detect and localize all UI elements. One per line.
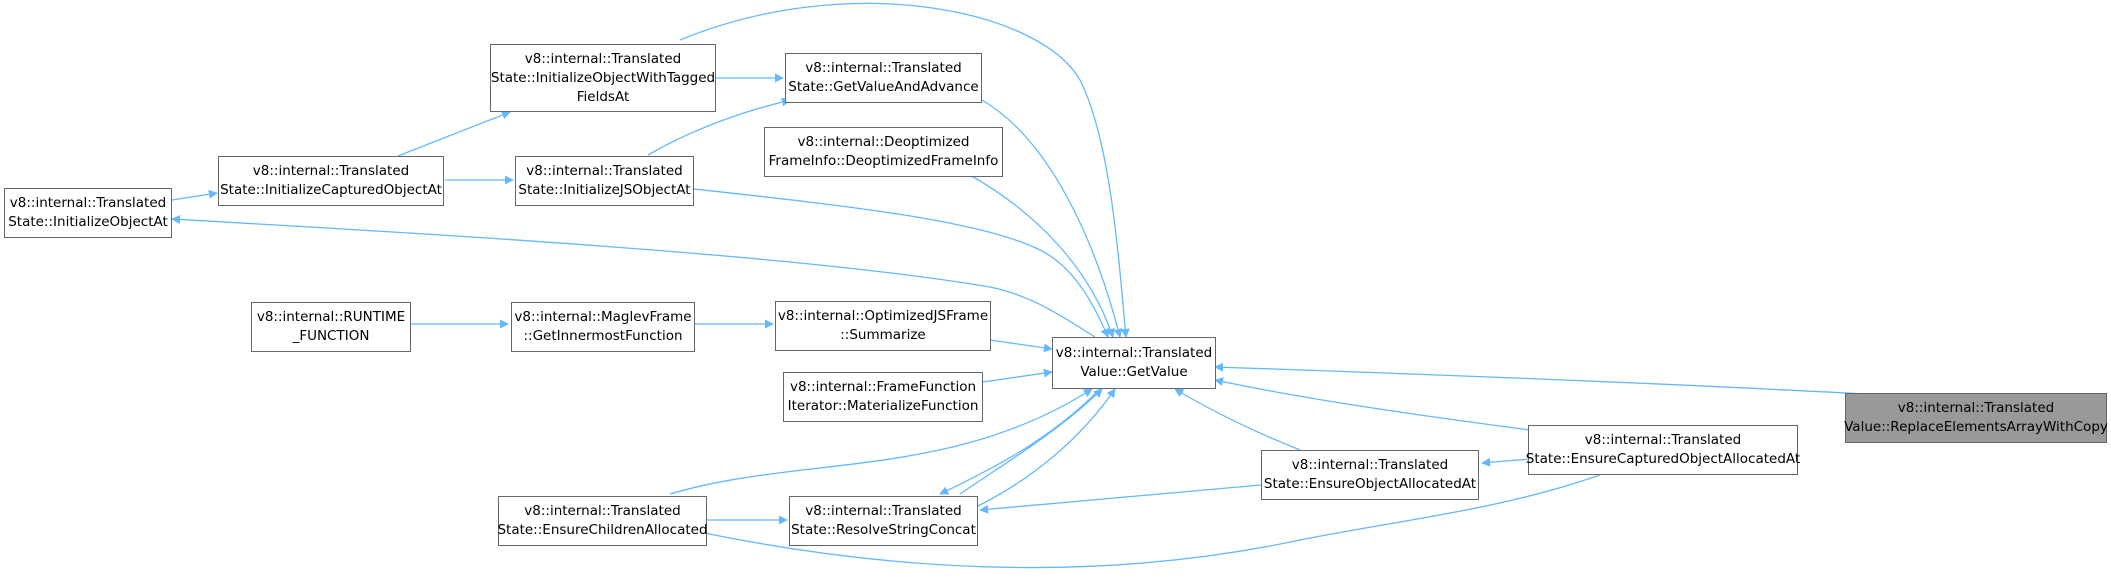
node-label-line: v8::internal::Translated bbox=[524, 503, 681, 519]
replace-node: v8::internal::Translated Value::ReplaceE… bbox=[1844, 393, 2108, 443]
node-label-line: ::GetInnermostFunction bbox=[523, 328, 683, 344]
node-label-line: State::InitializeObjectWithTagged bbox=[490, 69, 716, 86]
edge-ensure-object-to-resolve-concat bbox=[979, 484, 1262, 514]
edge-resolve-concat-to-getvalue-2 bbox=[959, 388, 1103, 495]
edge-ensure-captured-to-getvalue bbox=[1214, 377, 1531, 431]
init-tagged-node[interactable]: v8::internal::Translated State::Initiali… bbox=[490, 44, 716, 112]
getvalue-node[interactable]: v8::internal::Translated Value::GetValue bbox=[1052, 337, 1216, 389]
edge-init-tagged-to-getvalue bbox=[679, 2, 1130, 338]
node-label-line: v8::internal::Translated bbox=[1584, 432, 1742, 448]
edge-ensure-captured-to-ensure-children bbox=[689, 474, 1601, 569]
ensure-object-node[interactable]: v8::internal::Translated State::EnsureOb… bbox=[1261, 450, 1479, 500]
node-label-line: v8::internal::RUNTIME bbox=[256, 309, 406, 325]
edge-deopt-to-getvalue bbox=[969, 174, 1115, 338]
edge-getvalue-to-init-object-at bbox=[171, 214, 1096, 338]
node-label-line: v8::internal::Translated bbox=[1897, 400, 2055, 416]
node-label-line: _FUNCTION bbox=[292, 328, 370, 344]
node-label-line: v8::internal::Translated bbox=[9, 195, 167, 211]
node-label-line: v8::internal::Translated bbox=[1291, 457, 1449, 473]
edge-summarize-to-getvalue bbox=[989, 339, 1053, 353]
get-value-advance-node[interactable]: v8::internal::Translated State::GetValue… bbox=[785, 53, 982, 103]
node-label-line: v8::internal::Translated bbox=[252, 163, 410, 179]
init-js-node[interactable]: v8::internal::Translated State::Initiali… bbox=[515, 156, 694, 206]
maglev-node[interactable]: v8::internal::MaglevFrame ::GetInnermost… bbox=[511, 302, 695, 352]
node-label-line: v8::internal::MaglevFrame bbox=[514, 309, 692, 325]
node-label-line: Iterator::MaterializeFunction bbox=[787, 398, 979, 414]
summarize-node[interactable]: v8::internal::OptimizedJSFrame ::Summari… bbox=[775, 301, 991, 351]
node-label-line: State::GetValueAndAdvance bbox=[788, 79, 979, 95]
edge-init-js-to-getvalue bbox=[693, 188, 1109, 338]
node-label-line: State::EnsureChildrenAllocated bbox=[497, 522, 708, 538]
edge-get-value-advance-to-getvalue bbox=[981, 99, 1123, 338]
node-label-line: ::Summarize bbox=[840, 327, 926, 343]
edge-materialize-to-getvalue bbox=[982, 368, 1053, 383]
node-label-line: State::ResolveStringConcat bbox=[791, 522, 976, 538]
node-label-line: State::EnsureObjectAllocatedAt bbox=[1263, 476, 1477, 492]
node-label-line: v8::internal::Translated bbox=[1055, 345, 1213, 361]
node-label-line: v8::internal::Translated bbox=[805, 60, 962, 76]
node-label-line: State::InitializeJSObjectAt bbox=[518, 182, 691, 198]
edge-ensure-captured-to-ensure-object bbox=[1481, 457, 1531, 467]
deopt-node[interactable]: v8::internal::Deoptimized FrameInfo::Deo… bbox=[764, 127, 1003, 177]
edge-init-js-to-get-value-advance bbox=[647, 97, 791, 156]
node-label-line: FieldsAt bbox=[576, 88, 630, 105]
runtime-node[interactable]: v8::internal::RUNTIME _FUNCTION bbox=[251, 302, 411, 352]
edge-ensure-children-to-getvalue bbox=[669, 388, 1093, 495]
ensure-captured-node[interactable]: v8::internal::Translated State::EnsureCa… bbox=[1525, 425, 1801, 475]
node-label-line: State::InitializeCapturedObjectAt bbox=[220, 182, 442, 198]
node-label-line: State::EnsureCapturedObjectAllocatedAt bbox=[1525, 451, 1801, 467]
node-label-line: v8::internal::OptimizedJSFrame bbox=[777, 308, 989, 324]
node-label-line: v8::internal::Translated bbox=[524, 50, 682, 67]
node-label-line: v8::internal::Translated bbox=[805, 503, 962, 519]
node-label-line: State::InitializeObjectAt bbox=[8, 214, 168, 230]
edge-getvalue-to-resolve-concat bbox=[939, 388, 1101, 495]
init-captured-node[interactable]: v8::internal::Translated State::Initiali… bbox=[218, 156, 444, 206]
edge-init-captured-to-init-tagged bbox=[397, 110, 511, 157]
resolve-concat-node[interactable]: v8::internal::Translated State::ResolveS… bbox=[789, 496, 978, 546]
init-object-at-node[interactable]: v8::internal::Translated State::Initiali… bbox=[4, 188, 172, 238]
node-label-line: Value::ReplaceElementsArrayWithCopy bbox=[1844, 419, 2108, 435]
node-label-line: v8::internal::Deoptimized bbox=[797, 134, 970, 150]
ensure-children-node[interactable]: v8::internal::Translated State::EnsureCh… bbox=[497, 496, 708, 546]
node-label-line: v8::internal::Translated bbox=[526, 163, 683, 179]
materialize-node[interactable]: v8::internal::FrameFunction Iterator::Ma… bbox=[783, 372, 983, 422]
node-label-line: FrameInfo::DeoptimizedFrameInfo bbox=[768, 153, 999, 169]
edge-init-object-at-to-init-captured bbox=[171, 189, 218, 201]
edge-ensure-object-to-getvalue bbox=[1174, 388, 1301, 451]
node-label-line: Value::GetValue bbox=[1080, 364, 1188, 380]
node-label-line: v8::internal::FrameFunction bbox=[789, 379, 977, 395]
edge-resolve-concat-to-getvalue bbox=[977, 388, 1116, 507]
